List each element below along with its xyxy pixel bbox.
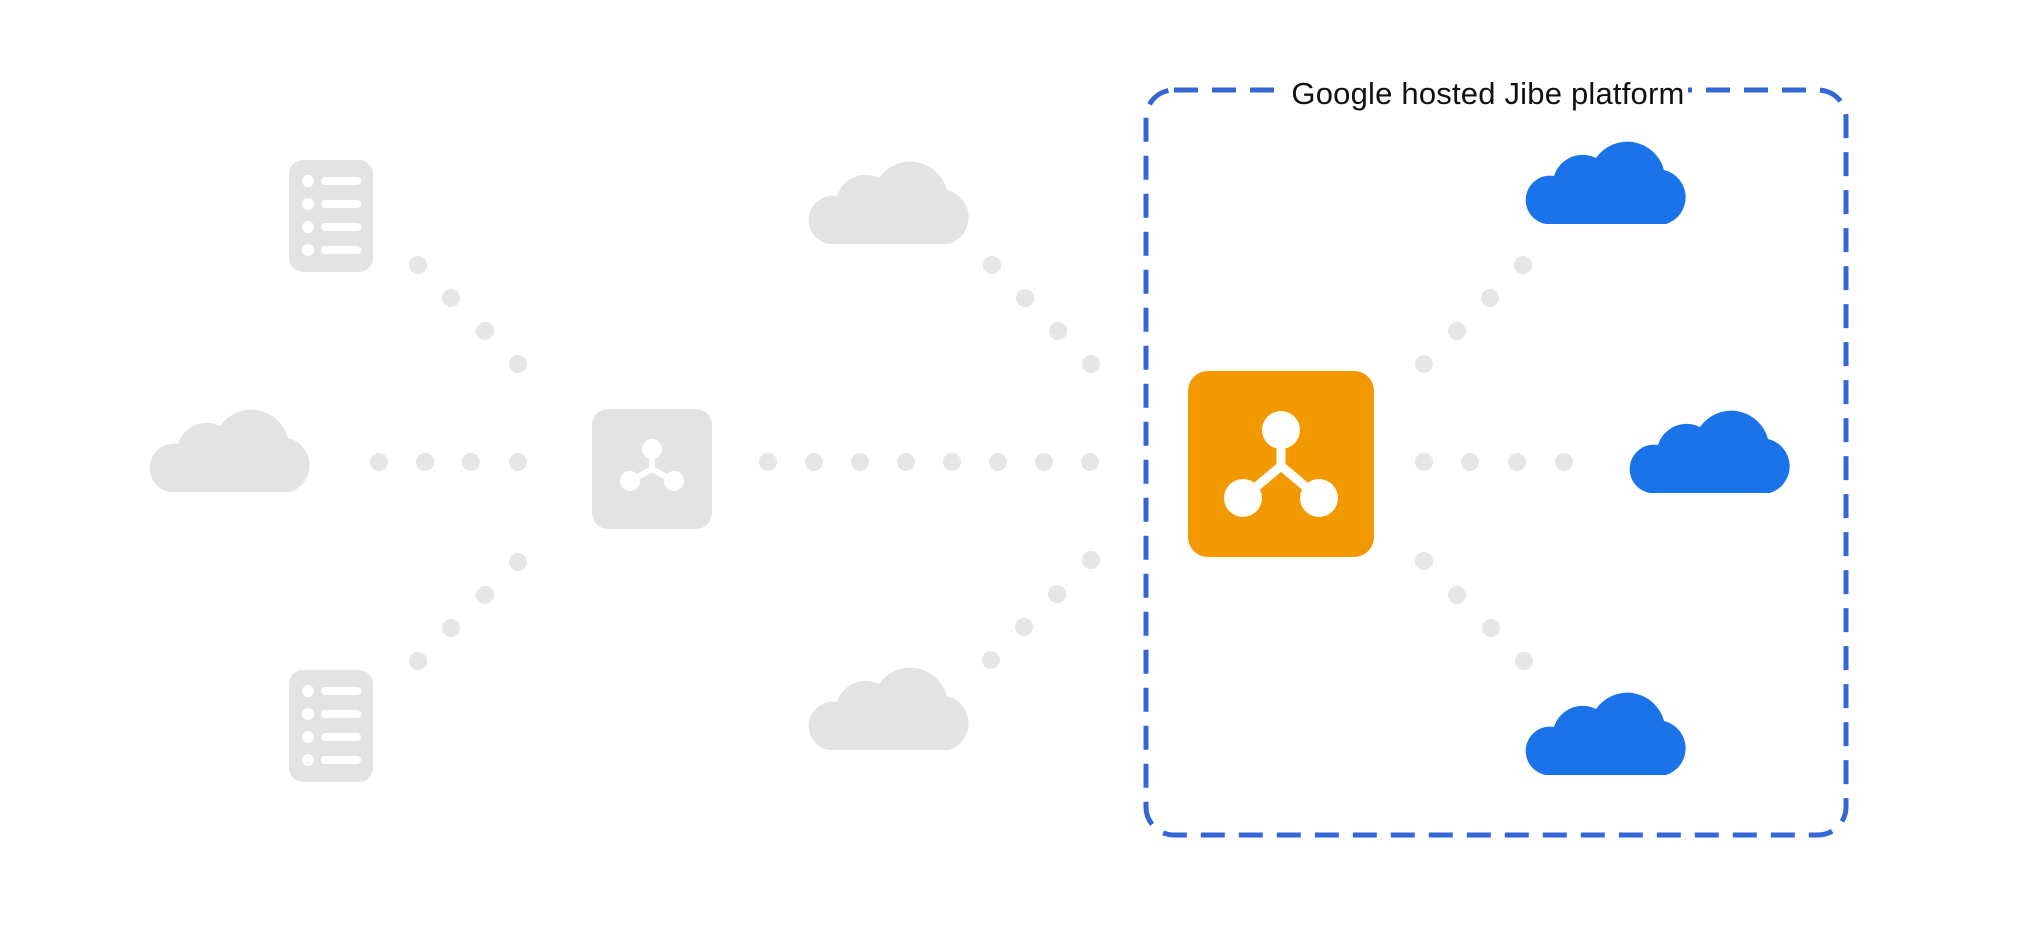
cloud-icon — [1629, 410, 1790, 493]
cloud-icon — [149, 409, 310, 492]
cloud-icon — [1525, 692, 1686, 775]
cloud-icon — [1525, 141, 1686, 224]
cloud-icon — [808, 161, 969, 244]
connector-server-bottom-to-hub — [409, 553, 527, 670]
connector-cloud-mid-bottom-to-hub — [982, 551, 1100, 669]
hub-icon — [1188, 371, 1374, 557]
cloud-icon — [808, 667, 969, 750]
connector-cloud-left-to-hub — [370, 453, 527, 471]
connector-hub-to-cloud-blue-middle — [1415, 453, 1573, 471]
platform-label-container: Google hosted Jibe platform — [1288, 70, 1688, 118]
connector-hub-to-cloud-blue-bottom — [1415, 552, 1533, 670]
connector-server-top-to-hub — [409, 256, 527, 373]
connector-cloud-mid-top-to-hub — [983, 256, 1100, 373]
hub-icon — [592, 409, 712, 529]
server-list-icon — [289, 670, 373, 782]
connector-hub-to-cloud-blue-top — [1415, 256, 1532, 373]
server-list-icon — [289, 160, 373, 272]
platform-label: Google hosted Jibe platform — [1291, 76, 1685, 111]
connector-hub-gray-to-hub-orange — [759, 453, 1099, 471]
